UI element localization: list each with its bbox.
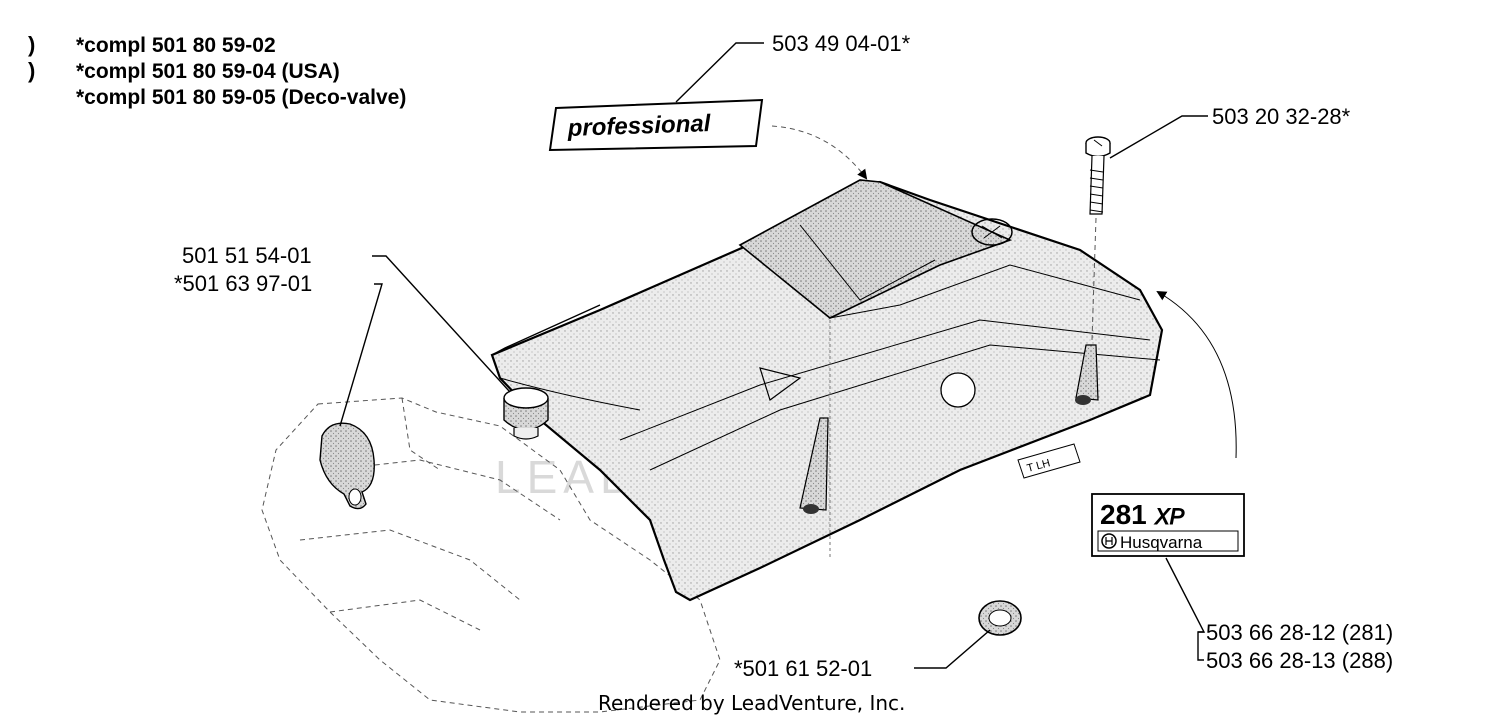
grommet <box>978 600 1022 636</box>
assembly-line-2: *compl 501 80 59-04 (USA) <box>76 60 340 83</box>
label-professional-decal: 503 49 04-01* <box>772 31 911 56</box>
label-plug-a: 501 51 54-01 <box>182 243 312 268</box>
leader-line <box>675 42 764 103</box>
chassis-outline <box>261 397 721 713</box>
professional-decal-arrow <box>771 125 868 180</box>
husqvarna-logo-icon <box>1101 533 1117 549</box>
valve-flap <box>319 422 375 510</box>
footer-credit: Rendered by LeadVenture, Inc. <box>598 691 905 715</box>
bracket-mark: ) <box>28 58 35 83</box>
label-model-decal-281: 503 66 28-12 (281) <box>1206 620 1393 645</box>
label-screw: 503 20 32-28* <box>1212 104 1351 129</box>
leader-line <box>372 255 511 393</box>
bracket-mark: ) <box>28 32 35 57</box>
professional-decal-text: professional <box>566 110 712 142</box>
model-decal-number: 281 <box>1100 499 1147 530</box>
cylinder-cover: T LH <box>490 179 1164 602</box>
screw-path-line <box>1091 217 1097 341</box>
assembly-list: ) ) *compl 501 80 59-02 *compl 501 80 59… <box>28 32 406 109</box>
model-decal: 281 XP Husqvarna <box>1091 493 1245 557</box>
label-plug-b: *501 63 97-01 <box>174 271 312 296</box>
cover-mark: T LH <box>1017 443 1081 479</box>
label-grommet: *501 61 52-01 <box>734 656 872 681</box>
professional-decal: professional <box>548 98 764 152</box>
model-decal-brand: Husqvarna <box>1120 533 1203 552</box>
leader-line <box>1109 115 1208 159</box>
label-model-decal-288: 503 66 28-13 (288) <box>1206 648 1393 673</box>
model-decal-suffix: XP <box>1154 504 1185 529</box>
leader-line <box>914 629 991 669</box>
screw <box>1085 136 1111 215</box>
assembly-line-1: *compl 501 80 59-02 <box>76 34 276 57</box>
cover-hole <box>940 372 976 408</box>
assembly-line-3: *compl 501 80 59-05 (Deco-valve) <box>76 86 406 109</box>
plug <box>503 387 549 440</box>
leader-line <box>1165 557 1206 661</box>
assembly-arrow <box>1156 290 1237 459</box>
svg-text:T LH: T LH <box>1026 457 1052 475</box>
leader-line <box>339 283 383 427</box>
cover-logo-icon <box>971 218 1013 246</box>
